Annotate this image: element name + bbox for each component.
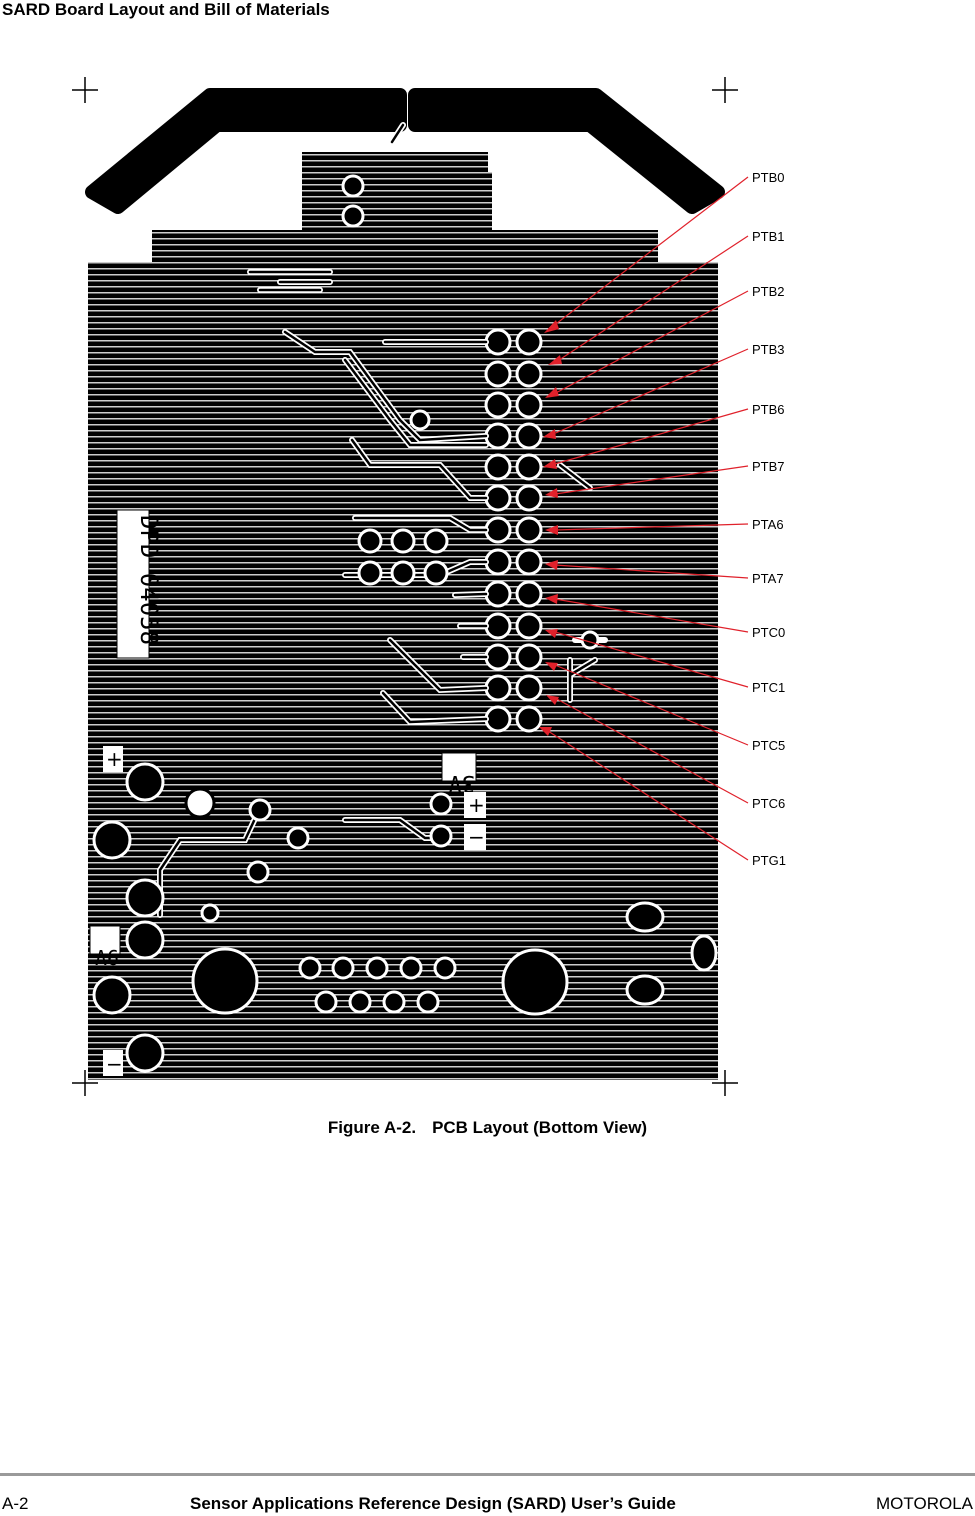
- footer-brand: MOTOROLA: [876, 1494, 973, 1513]
- header-connector: [484, 328, 543, 733]
- page-header-title: SARD Board Layout and Bill of Materials: [2, 0, 330, 19]
- pin-leader-arrows: [539, 320, 562, 736]
- pin-label-ptb1: PTB1: [752, 229, 785, 244]
- label-9v: 9V: [95, 945, 119, 969]
- footer-page-number: A-2: [2, 1494, 29, 1513]
- antenna-trace-right: [408, 88, 725, 214]
- footer-divider: [0, 1473, 975, 1476]
- pin-label-ptg1: PTG1: [752, 853, 786, 868]
- supply-plus-label: +: [468, 793, 485, 817]
- registration-marks: [72, 77, 738, 1096]
- battery-plus-label: +: [106, 747, 123, 771]
- pin-label-ptc5: PTC5: [752, 738, 785, 753]
- pin-label-ptc6: PTC6: [752, 796, 785, 811]
- figure-caption: Figure A-2. PCB Layout (Bottom View): [0, 1118, 975, 1138]
- pin-label-ptc0: PTC0: [752, 625, 785, 640]
- pin-label-pta6: PTA6: [752, 517, 784, 532]
- silkscreen-plus-minus: + − + −: [103, 746, 486, 1076]
- pcb-board: [88, 152, 718, 1080]
- board-code-text: DPD 04058: [135, 515, 163, 645]
- pin-label-ptb6: PTB6: [752, 402, 785, 417]
- pin-label-ptb3: PTB3: [752, 342, 785, 357]
- pin-label-ptc1: PTC1: [752, 680, 785, 695]
- figure-caption-text: PCB Layout (Bottom View): [432, 1118, 648, 1137]
- silkscreen-9v-label: 9V: [89, 925, 121, 969]
- battery-minus-label: −: [106, 1052, 123, 1076]
- label-3v: 3V: [449, 770, 476, 795]
- pcb-layout-figure: DPD 04058 3V 9V + − + −: [72, 77, 786, 1096]
- silkscreen-board-code: DPD 04058: [116, 509, 163, 659]
- figure-caption-number: Figure A-2.: [327, 1118, 417, 1137]
- pin-label-pta7: PTA7: [752, 571, 784, 586]
- pin-leader-lines: [547, 176, 749, 861]
- supply-minus-label: −: [468, 825, 485, 849]
- pin-label-ptb0: PTB0: [752, 170, 785, 185]
- pcb-pads: [92, 174, 718, 1073]
- pin-label-ptb2: PTB2: [752, 284, 785, 299]
- pin-label-ptb7: PTB7: [752, 459, 785, 474]
- footer-document-title: Sensor Applications Reference Design (SA…: [190, 1494, 676, 1513]
- pin-labels: PTB0 PTB1 PTB2 PTB3 PTB6 PTB7 PTA6 PTA7 …: [752, 170, 786, 868]
- silkscreen-3v-label: 3V: [441, 752, 477, 795]
